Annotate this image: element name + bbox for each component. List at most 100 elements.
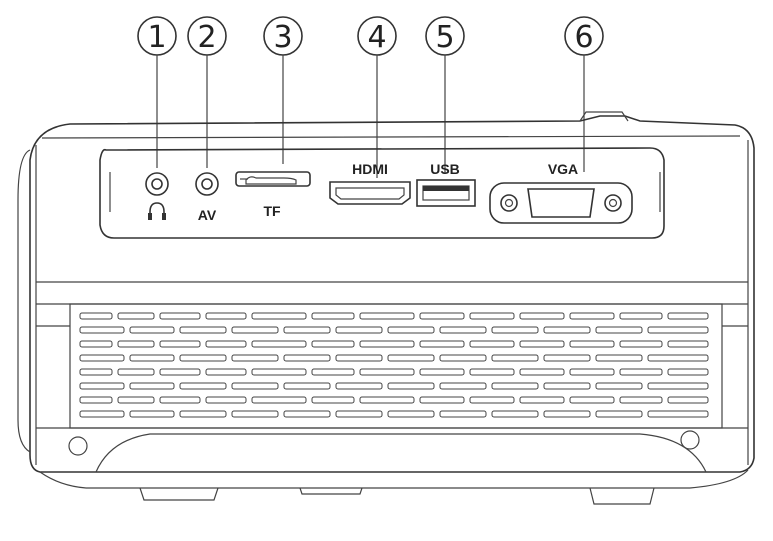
vent-slot — [311, 312, 355, 320]
vent-slot — [283, 354, 331, 362]
vent-slot — [311, 340, 355, 348]
vent-slot — [231, 326, 279, 334]
vent-slot — [491, 354, 539, 362]
headphone-jack-inner — [151, 178, 163, 190]
vent-slot — [311, 368, 355, 376]
callout-6-number: 6 — [574, 20, 593, 55]
vga-connector-d-shell — [527, 188, 595, 218]
usb-label: USB — [430, 161, 460, 177]
vent-slot — [595, 382, 643, 390]
av-port: AV — [195, 172, 219, 223]
hdmi-port-outer — [329, 181, 411, 205]
vent-slot — [519, 368, 565, 376]
vent-slot — [469, 396, 515, 404]
vent-slot — [117, 340, 155, 348]
vent-slot — [419, 396, 465, 404]
body-outline — [29, 115, 755, 473]
vent-slot — [667, 312, 709, 320]
vent-slot — [491, 410, 539, 418]
vent-slot — [543, 382, 591, 390]
tf-slot-inner — [245, 176, 297, 185]
vent-slot — [179, 354, 227, 362]
vent-slot — [439, 354, 487, 362]
projector-body — [17, 111, 755, 505]
vent-slot — [491, 382, 539, 390]
vga-screw-right — [604, 194, 622, 212]
callout-1: 1 — [137, 16, 177, 168]
vent-slot — [79, 326, 125, 334]
vent-slot — [595, 326, 643, 334]
headphone-port — [145, 172, 169, 220]
vent-slot — [205, 368, 247, 376]
vent-slot — [129, 382, 175, 390]
callout-6: 6 — [564, 16, 604, 172]
vent-slot — [129, 410, 175, 418]
vent-slot — [619, 312, 663, 320]
tf-label: TF — [263, 203, 281, 219]
callout-5: 5 — [425, 16, 465, 174]
vent-slot — [439, 382, 487, 390]
vent-slot — [419, 312, 465, 320]
foot-center — [299, 487, 363, 495]
vent-slot — [543, 354, 591, 362]
vent-slot — [543, 326, 591, 334]
top-button — [579, 111, 629, 122]
callout-1-number: 1 — [147, 20, 166, 55]
callout-4-number: 4 — [367, 20, 386, 55]
vent-slot — [387, 410, 435, 418]
vent-slot — [419, 368, 465, 376]
callout-3-number: 3 — [273, 20, 292, 55]
vent-slot — [595, 354, 643, 362]
vent-slots — [79, 312, 709, 418]
vent-slot — [569, 396, 615, 404]
vent-slot — [359, 396, 415, 404]
vent-slot — [117, 368, 155, 376]
left-end-cap — [17, 149, 31, 453]
vent-slot — [159, 340, 201, 348]
vent-slot — [647, 326, 709, 334]
vent-slot — [335, 382, 383, 390]
vent-slot — [595, 410, 643, 418]
vent-grille-frame — [69, 303, 723, 429]
vent-slot — [79, 382, 125, 390]
bottom-curve — [95, 433, 707, 473]
av-label: AV — [198, 207, 217, 223]
usb-port: USB — [416, 161, 476, 207]
vent-slot — [179, 326, 227, 334]
vent-slot — [387, 354, 435, 362]
vent-slot — [251, 396, 307, 404]
callout-3: 3 — [263, 16, 303, 164]
bottom-left-corner — [39, 471, 87, 489]
vent-slot — [469, 340, 515, 348]
vent-slot — [335, 410, 383, 418]
top-band-line — [41, 135, 741, 139]
vent-slot — [335, 326, 383, 334]
vent-slot — [619, 368, 663, 376]
vent-slot — [359, 312, 415, 320]
vent-slot — [569, 340, 615, 348]
callout-2-number: 2 — [197, 20, 216, 55]
vent-slot — [439, 410, 487, 418]
vent-slot — [569, 312, 615, 320]
hdmi-port-inner — [335, 187, 405, 200]
vent-slot — [667, 396, 709, 404]
vent-slot — [79, 396, 113, 404]
hdmi-label: HDMI — [352, 161, 388, 177]
vga-screw-left — [500, 194, 518, 212]
vent-slot — [647, 382, 709, 390]
vent-slot — [387, 382, 435, 390]
screw-hole-left — [68, 436, 88, 456]
vent-slot — [469, 312, 515, 320]
bottom-right-corner — [689, 469, 749, 489]
tf-slot-outer — [235, 171, 311, 187]
callout-5-number: 5 — [435, 20, 454, 55]
vga-port: VGA — [489, 161, 633, 224]
foot-right — [589, 487, 655, 505]
vent-slot — [205, 396, 247, 404]
vent-slot — [117, 312, 155, 320]
vent-slot — [569, 368, 615, 376]
vent-slot — [667, 368, 709, 376]
vga-screw-left-inner — [504, 198, 514, 208]
vent-slot — [519, 396, 565, 404]
